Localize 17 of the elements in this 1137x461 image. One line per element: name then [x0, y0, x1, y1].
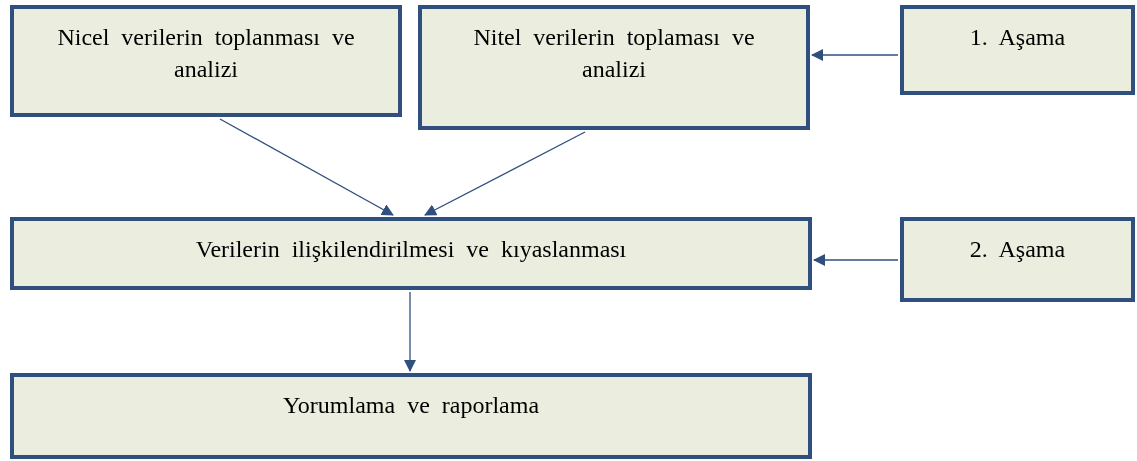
- process-box: [418, 5, 810, 130]
- process-box: [10, 217, 812, 290]
- arrow: [404, 291, 416, 372]
- box-label: Verilerin ilişkilendirilmesi ve kıyaslanması: [195, 235, 627, 264]
- process-box: [900, 217, 1135, 302]
- process-box: [10, 5, 402, 117]
- box-label: Nitel verilerin toplaması ve analizi: [472, 23, 756, 84]
- arrow: [813, 254, 899, 266]
- arrow: [424, 131, 586, 216]
- process-box: [900, 5, 1135, 95]
- box-label: Yorumlama ve raporlama: [282, 391, 540, 420]
- process-box: [10, 373, 812, 459]
- box-label: 1. Aşama: [969, 23, 1066, 52]
- box-label: 2. Aşama: [969, 235, 1066, 264]
- arrow: [219, 118, 394, 216]
- box-label: Nicel verilerin toplanması ve analizi: [56, 23, 356, 84]
- arrow: [811, 49, 899, 61]
